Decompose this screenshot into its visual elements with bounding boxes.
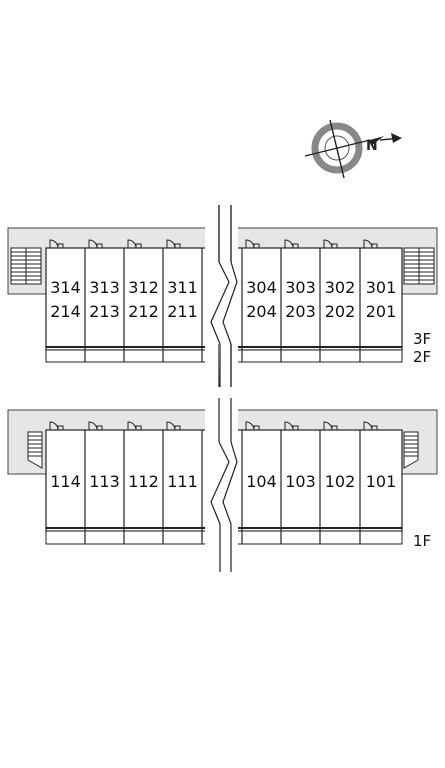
upper-left-stairs-icon xyxy=(10,247,42,285)
unit-label: 204 xyxy=(246,302,277,321)
north-label: N xyxy=(366,138,378,154)
unit-label: 112 xyxy=(128,472,159,491)
unit-label: 103 xyxy=(285,472,316,491)
floor-label: 1F xyxy=(413,532,431,550)
lower-right-stairs-icon xyxy=(403,431,419,469)
unit-label: 202 xyxy=(325,302,356,321)
unit-label: 211 xyxy=(167,302,198,321)
unit-label: 201 xyxy=(366,302,397,321)
upper-right-stairs-icon xyxy=(403,247,435,285)
lower-left-stairs-icon xyxy=(27,431,43,469)
unit-label: 102 xyxy=(325,472,356,491)
unit-label: 212 xyxy=(128,302,159,321)
unit-label: 101 xyxy=(366,472,397,491)
unit-label: 313 xyxy=(89,278,120,297)
lower-building: 114 113 112 111 104 103 102 101 1F xyxy=(7,398,438,572)
unit-label: 113 xyxy=(89,472,120,491)
unit-label: 302 xyxy=(325,278,356,297)
unit-label: 311 xyxy=(167,278,198,297)
compass-icon: N xyxy=(304,119,402,179)
unit-label: 301 xyxy=(366,278,397,297)
unit-label: 114 xyxy=(50,472,81,491)
unit-label: 314 xyxy=(50,278,81,297)
floor-label: 2F xyxy=(413,348,431,366)
unit-label: 104 xyxy=(246,472,277,491)
unit-label: 312 xyxy=(128,278,159,297)
floor-label: 3F xyxy=(413,330,431,348)
unit-label: 203 xyxy=(285,302,316,321)
unit-label: 304 xyxy=(246,278,277,297)
unit-label: 111 xyxy=(167,472,198,491)
unit-label: 303 xyxy=(285,278,316,297)
unit-label: 213 xyxy=(89,302,120,321)
unit-label: 214 xyxy=(50,302,81,321)
upper-building: 314 313 312 311 304 303 302 301 214 213 … xyxy=(7,205,438,387)
